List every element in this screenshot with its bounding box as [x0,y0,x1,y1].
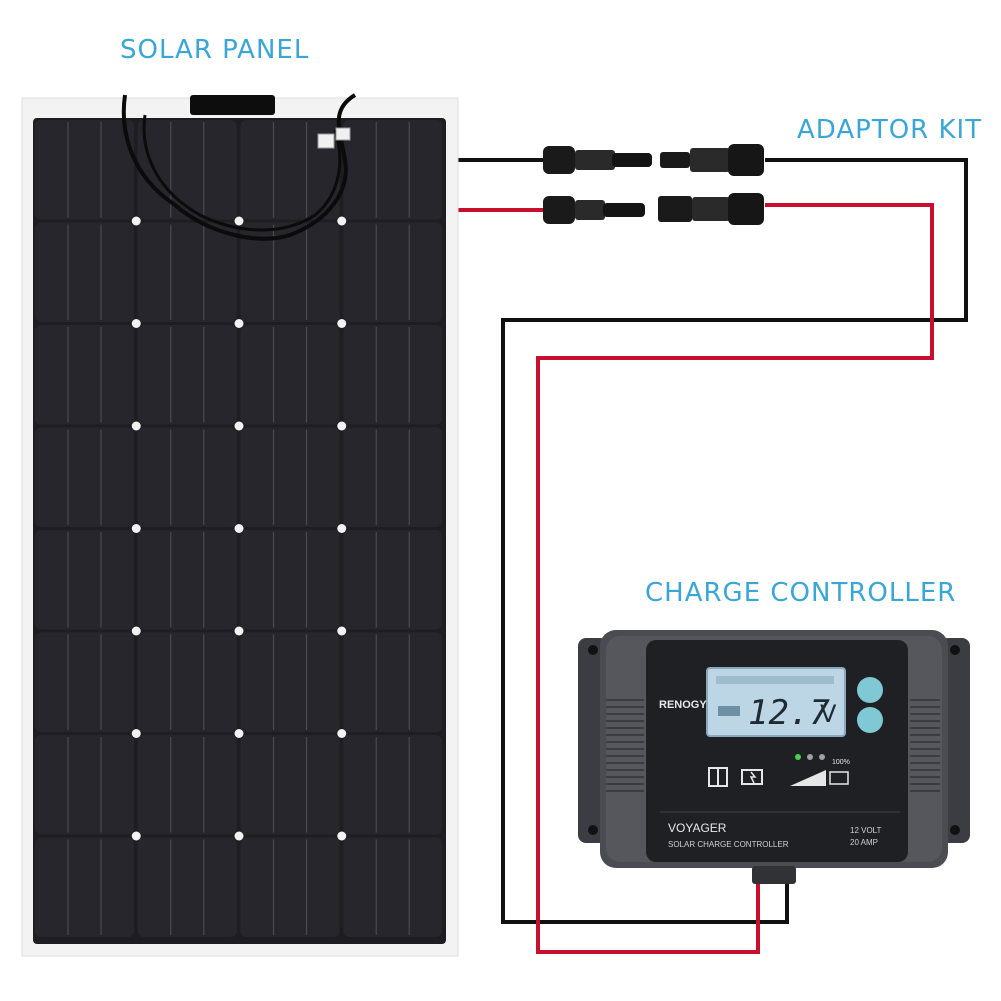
solar-panel-label: SOLAR PANEL [120,35,310,65]
cell-corner-gap [234,524,244,533]
cell-corner-gap [131,421,141,431]
model-subtitle: SOLAR CHARGE CONTROLLER [668,840,789,849]
cell-corner-gap [234,216,244,226]
adaptor-kit [543,144,764,225]
charge-controller: 12.7 V RENOGY 100% VOYAGER SOLAR CHARGE … [578,630,970,884]
solar-cell [343,735,443,835]
solar-cell [137,530,237,630]
solar-cell [343,837,443,937]
rating-volt: 12 VOLT [850,826,882,835]
solar-cell [240,120,340,220]
cell-corner-gap [337,216,347,226]
lcd-unit: V [820,700,837,728]
solar-cell [240,530,340,630]
solar-cell [35,735,134,835]
mc4-connector-male-top [660,144,764,176]
cell-corner-gap [131,216,141,226]
cell-corner-gap [337,319,347,328]
mc4-connector-female-bottom [543,196,645,224]
solar-panel [21,93,459,957]
solar-cell [35,120,134,220]
cell-corner-gap [234,319,244,328]
solar-cell [343,222,443,322]
solar-cell [240,735,340,835]
solar-cell [343,427,443,527]
menu-button[interactable] [857,677,883,703]
cell-corner-gap [234,626,244,636]
mc4-connector-male-bottom [658,193,764,225]
solar-cell [343,325,443,425]
cell-corner-gap [131,729,141,738]
cell-corner-gap [234,421,244,431]
cell-corner-gap [337,831,347,841]
solar-cell-grid [35,120,443,937]
solar-cell [343,120,443,220]
cell-corner-gap [131,626,141,636]
cell-corner-gap [131,831,141,841]
lcd-value: 12.7 [748,693,830,733]
cell-corner-gap [337,421,347,431]
solar-cell [35,427,134,527]
load-icon [741,769,763,785]
negative-wire [458,158,968,924]
level-label: 100% [832,759,850,766]
solar-cell [35,632,134,732]
solar-cell [35,530,134,630]
solar-cell [137,735,237,835]
grip-ribs [606,699,940,792]
junction-box [190,95,275,115]
enter-button[interactable] [857,707,883,733]
cell-corner-gap [337,626,347,636]
solar-cell [240,837,340,937]
solar-cell [343,530,443,630]
cell-corner-gap [131,319,141,328]
solar-cell [35,837,134,937]
solar-cell [35,325,134,425]
brand-logo: RENOGY [659,699,707,711]
positive-wire [458,203,934,954]
solar-cell [240,222,340,322]
cell-corner-gap [234,831,244,841]
status-led [795,754,801,760]
solar-cell [240,325,340,425]
mc4-connector-female-top [543,146,652,174]
cell-corner-gap [234,729,244,738]
model-name: VOYAGER [668,821,727,835]
cell-corner-gap [337,524,347,533]
solar-cell [343,632,443,732]
solar-cell [240,427,340,527]
battery-icon [708,767,728,787]
junction-cable [121,93,357,241]
charge-controller-label: CHARGE CONTROLLER [645,578,957,608]
solar-cell [35,222,134,322]
solar-cell [240,632,340,732]
rating-amp: 20 AMP [850,838,878,847]
adaptor-kit-label: ADAPTOR KIT [797,115,983,145]
lcd-display [706,667,846,737]
solar-cell [137,632,237,732]
charge-level-ramp [790,770,826,786]
cell-corner-gap [337,729,347,738]
solar-cell [137,427,237,527]
solar-cell [137,837,237,937]
solar-cell [137,222,237,322]
cell-corner-gap [131,524,141,533]
solar-cell [137,325,237,425]
